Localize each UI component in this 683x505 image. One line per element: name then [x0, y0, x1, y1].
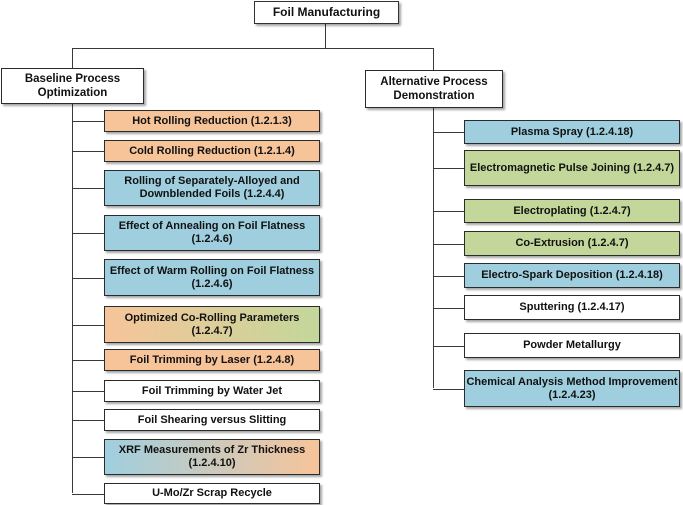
baseline-category-node: Baseline Process Optimization [1, 68, 144, 104]
baseline-branch-connector [72, 278, 104, 279]
baseline-branch-connector [72, 188, 104, 189]
alternative-branch-connector [433, 389, 464, 390]
alternative-item-plasma-spray: Plasma Spray (1.2.4.18) [464, 120, 680, 144]
alternative-branch-connector [433, 308, 464, 309]
baseline-branch-connector [72, 233, 104, 234]
baseline-item-xrf: XRF Measurements of Zr Thickness (1.2.4.… [104, 439, 320, 475]
baseline-spine [72, 104, 73, 493]
baseline-branch-connector [72, 360, 104, 361]
alternative-branch-connector [433, 276, 464, 277]
alternative-item-chemical-analysis: Chemical Analysis Method Improvement (1.… [464, 370, 680, 407]
baseline-branch-connector [72, 420, 104, 421]
top-horizontal-connector [72, 48, 434, 49]
baseline-item-separately-alloyed: Rolling of Separately-Alloyed and Downbl… [104, 170, 320, 206]
alternative-spine [433, 108, 434, 388]
baseline-item-laser-trimming: Foil Trimming by Laser (1.2.4.8) [104, 349, 320, 371]
alternative-item-sputtering: Sputtering (1.2.4.17) [464, 295, 680, 320]
baseline-branch-connector [72, 151, 104, 152]
baseline-item-scrap-recycle: U-Mo/Zr Scrap Recycle [104, 483, 320, 504]
alternative-item-electroplating: Electroplating (1.2.4.7) [464, 199, 680, 223]
alternative-branch-connector [433, 211, 464, 212]
alternative-branch-connector [433, 244, 464, 245]
baseline-branch-connector [72, 494, 104, 495]
alternative-category-node: Alternative Process Demonstration [365, 70, 503, 108]
baseline-branch-connector [72, 325, 104, 326]
root-node: Foil Manufacturing [254, 1, 399, 24]
baseline-item-warm-rolling-flatness: Effect of Warm Rolling on Foil Flatness … [104, 259, 320, 296]
baseline-branch-connector [72, 457, 104, 458]
alternative-item-co-extrusion: Co-Extrusion (1.2.4.7) [464, 231, 680, 256]
baseline-drop-connector [72, 48, 73, 68]
baseline-item-annealing-flatness: Effect of Annealing on Foil Flatness (1.… [104, 215, 320, 251]
baseline-item-cold-rolling: Cold Rolling Reduction (1.2.1.4) [104, 140, 320, 162]
baseline-item-shearing-slitting: Foil Shearing versus Slitting [104, 409, 320, 431]
alternative-drop-connector [433, 48, 434, 70]
baseline-item-hot-rolling: Hot Rolling Reduction (1.2.1.3) [104, 110, 320, 132]
alternative-branch-connector [433, 346, 464, 347]
alternative-item-powder-metallurgy: Powder Metallurgy [464, 333, 680, 358]
alternative-item-spark-deposition: Electro-Spark Deposition (1.2.4.18) [464, 263, 680, 288]
alternative-item-pulse-joining: Electromagnetic Pulse Joining (1.2.4.7) [464, 150, 680, 186]
baseline-item-water-jet: Foil Trimming by Water Jet [104, 380, 320, 402]
alternative-branch-connector [433, 168, 464, 169]
baseline-branch-connector [72, 121, 104, 122]
root-connector [325, 24, 326, 49]
alternative-branch-connector [433, 132, 464, 133]
baseline-item-co-rolling: Optimized Co-Rolling Parameters (1.2.4.7… [104, 306, 320, 343]
baseline-branch-connector [72, 391, 104, 392]
